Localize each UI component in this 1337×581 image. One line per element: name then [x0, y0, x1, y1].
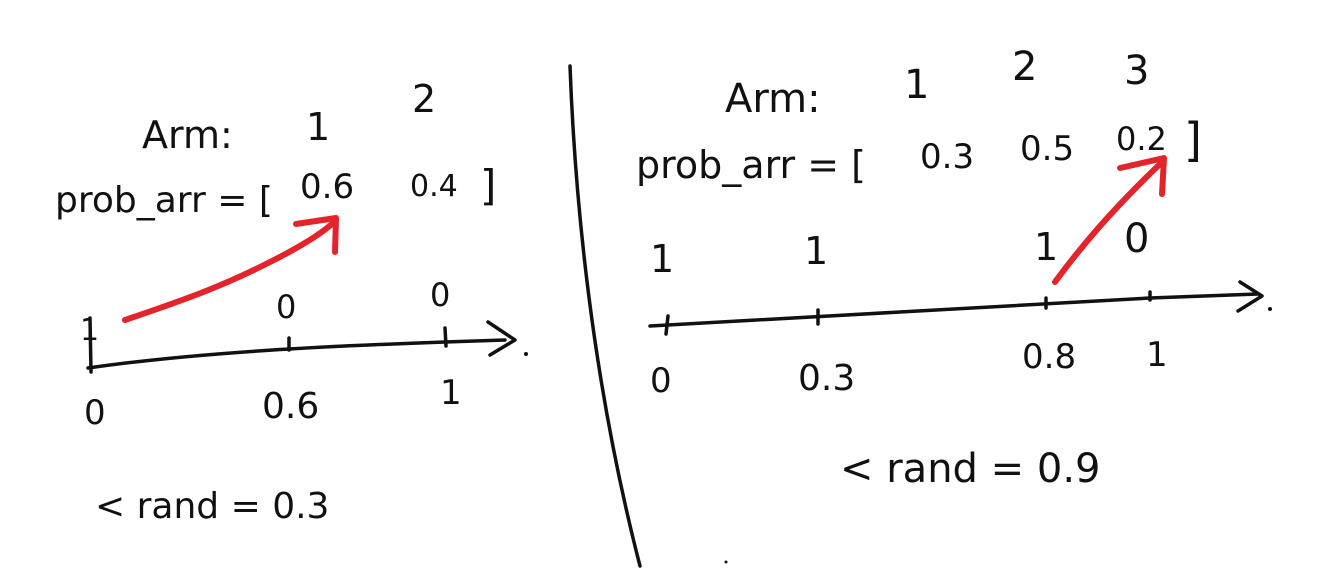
panel-divider — [568, 64, 642, 568]
left-reward-mark-3: 0 — [430, 276, 450, 314]
left-axis-label-0: 0 — [84, 393, 106, 433]
left-reward-mark-2: 0 — [276, 288, 296, 326]
right-axis-end-dot — [1268, 307, 1272, 311]
right-prob-3: 0.2 — [1116, 120, 1167, 158]
right-axis-arrowhead — [1236, 280, 1264, 313]
right-tick-0 — [664, 314, 670, 336]
right-reward-mark-3: 1 — [1034, 225, 1058, 269]
right-reward-mark-1: 1 — [650, 237, 674, 281]
left-prob-2: 0.4 — [410, 169, 458, 204]
right-panel: Arm: 1 2 3 prob_arr = [ 0.3 0.5 0.2 ] 1 … — [636, 44, 1272, 564]
left-tick-0 — [88, 316, 93, 374]
left-axis-label-06: 0.6 — [262, 386, 319, 427]
left-axis-label-1: 1 — [440, 373, 462, 413]
right-prob-2: 0.5 — [1020, 129, 1074, 169]
right-reward-mark-2: 1 — [804, 229, 828, 273]
left-panel: Arm: 1 2 prob_arr = [ 0.6 0.4 ] 1 0 0 0 … — [55, 77, 528, 527]
left-prob-1: 0.6 — [300, 167, 354, 207]
left-red-arrowhead — [293, 215, 339, 255]
left-rand-note: < rand = 0.3 — [95, 486, 329, 527]
left-prob-label: prob_arr = [ — [55, 180, 273, 221]
left-axis-end-dot — [524, 352, 528, 356]
right-arm-3: 3 — [1124, 48, 1149, 94]
right-axis-label-0: 0 — [650, 361, 672, 401]
right-axis-label-1: 1 — [1146, 335, 1168, 375]
left-prob-close: ] — [480, 161, 496, 210]
right-arm-label: Arm: — [725, 76, 821, 122]
stray-dot — [724, 560, 728, 564]
left-axis-arrowhead — [486, 320, 517, 357]
right-prob-1: 0.3 — [920, 137, 974, 177]
right-number-line — [648, 292, 1260, 328]
left-tick-1 — [443, 326, 448, 348]
right-axis-label-03: 0.3 — [798, 358, 855, 399]
right-arm-2: 2 — [1012, 44, 1037, 90]
right-axis-label-08: 0.8 — [1022, 337, 1076, 377]
right-prob-close: ] — [1184, 113, 1202, 167]
left-reward-mark-1: 1 — [80, 313, 99, 348]
right-red-arrow — [1052, 161, 1163, 285]
right-rand-note: < rand = 0.9 — [840, 446, 1101, 492]
right-reward-mark-4: 0 — [1124, 216, 1149, 262]
left-arm-1: 1 — [306, 105, 330, 149]
left-red-arrow — [122, 221, 335, 323]
left-number-line — [86, 338, 507, 370]
left-arm-label: Arm: — [142, 113, 233, 157]
right-arm-1: 1 — [904, 62, 929, 108]
right-red-arrowhead — [1117, 155, 1167, 197]
right-prob-label: prob_arr = [ — [636, 143, 866, 187]
left-arm-2: 2 — [412, 77, 436, 121]
